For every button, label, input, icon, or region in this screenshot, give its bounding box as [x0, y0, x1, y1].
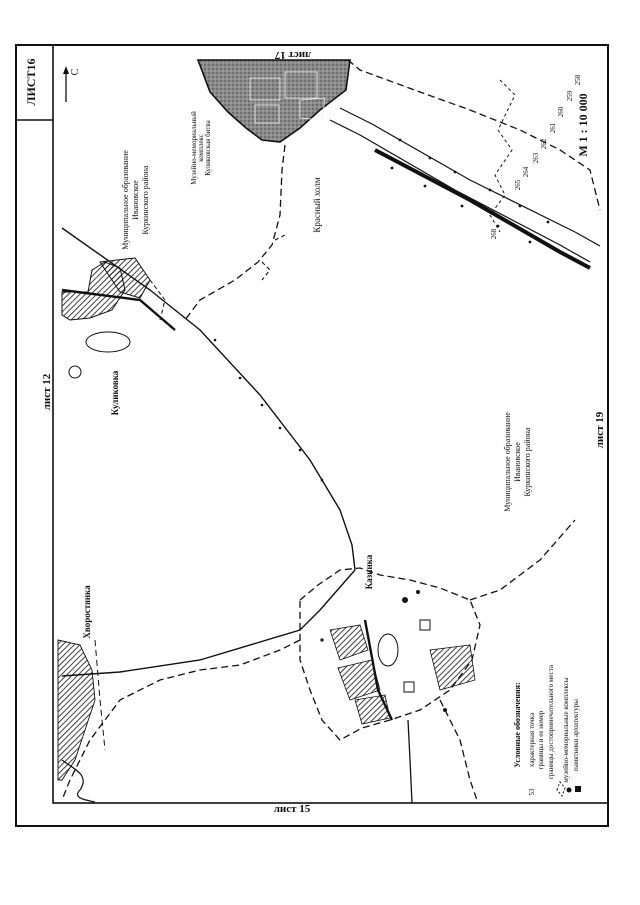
- north-arrow-icon: С: [63, 66, 81, 102]
- site-boundary-east: [347, 59, 601, 211]
- svg-text:263: 263: [532, 152, 540, 163]
- map-frame: [52, 44, 609, 804]
- dashed-road-spur: [261, 234, 286, 281]
- legend-item-boundary-number: границы и ее номер: [537, 710, 545, 769]
- svg-text:Куркинского района: Куркинского района: [141, 165, 150, 234]
- svg-text:Муниципальное образование: Муниципальное образование: [121, 150, 130, 250]
- legend: Условные обозначения: 53 характерная точ…: [513, 664, 581, 797]
- south-road: [407, 719, 413, 804]
- main-road: [61, 227, 356, 571]
- boundary-point-numbers: 268 265 264 263 262 261 260 259 258: [490, 74, 582, 239]
- museum-complex-label: Музейно-мемориальный комплекс Куликовска…: [190, 111, 212, 185]
- kulikovka-village: [61, 257, 176, 379]
- svg-text:комплекс: комплекс: [197, 134, 205, 162]
- highway-side-dots: [390, 138, 550, 244]
- site-boundary-ravine: [489, 79, 516, 233]
- legend-item-point: характерная точка: [528, 712, 536, 767]
- site-boundary-west: [61, 639, 301, 801]
- legend-point-number: 53: [528, 788, 536, 796]
- legend-architecture-symbol: [575, 786, 581, 792]
- settlement-block-outlines: [249, 71, 326, 124]
- neighbor-left-label: лист 15: [274, 803, 311, 815]
- sheet-title: ЛИСТ16: [24, 59, 38, 106]
- kazinka-village: [299, 567, 481, 741]
- khvorostyanka-village: [57, 639, 106, 803]
- legend-item-architecture: памятники архитектуры: [572, 699, 580, 771]
- place-label-krasny-kholm: Красный холм: [312, 177, 322, 232]
- highway: [329, 107, 601, 270]
- legend-item-site-boundary: границы достопримечательного места: [547, 664, 555, 779]
- site-boundary-south: [439, 519, 576, 804]
- svg-text:261: 261: [549, 122, 557, 133]
- svg-text:Ивановское: Ивановское: [513, 442, 522, 482]
- place-label-kulikovka: Куликовка: [110, 370, 120, 415]
- neighbor-bottom-label: лист 19: [594, 411, 606, 448]
- legend-museum-symbol: [566, 787, 572, 793]
- svg-text:Куликовская битва: Куликовская битва: [204, 119, 212, 175]
- legend-title: Условные обозначения:: [513, 682, 522, 767]
- dashed-road-north: [184, 144, 286, 321]
- road-markers: [213, 338, 324, 482]
- municipality-label-upper: Муниципальное образование Ивановское Кур…: [121, 150, 150, 250]
- road-bend: [61, 569, 356, 677]
- svg-text:265: 265: [514, 179, 522, 190]
- svg-text:Ивановское: Ивановское: [131, 180, 140, 220]
- legend-item-museum: музейно-мемориальные комплексы: [562, 677, 570, 783]
- municipality-label-lower: Муниципальное образование Ивановское Кур…: [503, 412, 532, 512]
- svg-text:259: 259: [566, 90, 574, 101]
- neighbor-top-label: лист 12: [41, 373, 53, 410]
- svg-text:262: 262: [540, 138, 548, 149]
- svg-text:Куркинского района: Куркинского района: [523, 427, 532, 496]
- neighbor-right-label: лист 17: [274, 49, 311, 61]
- svg-text:Музейно-мемориальный: Музейно-мемориальный: [190, 111, 198, 185]
- svg-text:268: 268: [490, 228, 498, 239]
- scale-label: М 1 : 10 000: [576, 93, 590, 156]
- svg-text:258: 258: [574, 74, 582, 85]
- svg-text:260: 260: [557, 106, 565, 117]
- place-label-khvorostyanka: Хворостянка: [82, 585, 92, 639]
- settlement-stippled-area: [196, 59, 351, 143]
- svg-text:264: 264: [522, 166, 530, 177]
- legend-boundary-symbol: [556, 781, 566, 797]
- svg-text:Муниципальное образование: Муниципальное образование: [503, 412, 512, 512]
- north-label: С: [70, 68, 81, 75]
